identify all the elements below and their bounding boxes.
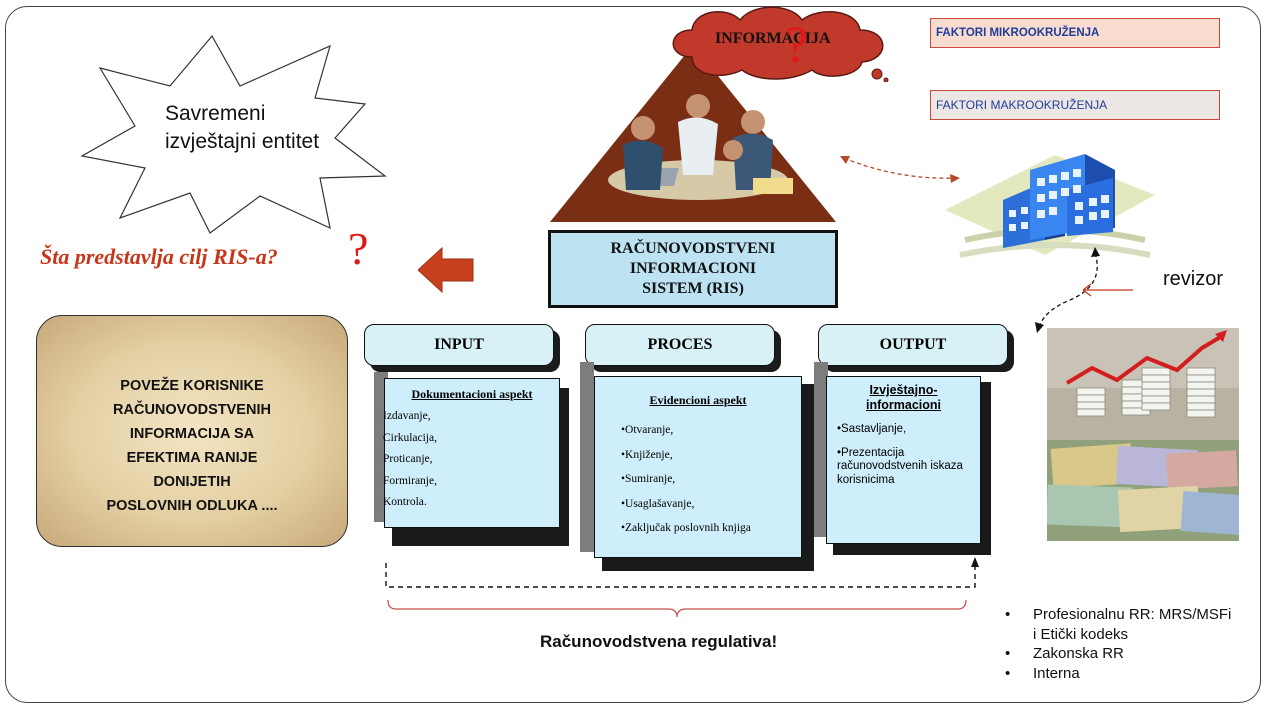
proces-item-1: •Otvaranje, bbox=[621, 424, 674, 436]
input-item-4: Formiranje, bbox=[383, 474, 437, 487]
output-item-1: •Sastavljanje, bbox=[837, 423, 907, 435]
left-arrow-icon bbox=[418, 246, 474, 294]
regulation-item-2-line-1: Zakonska RR bbox=[1033, 645, 1124, 662]
goal-question: Šta predstavlja cilj RIS-a? bbox=[40, 244, 278, 269]
macro-environment-factors: FAKTORI MAKROOKRUŽENJA bbox=[930, 90, 1220, 120]
proces-item-3: •Sumiranje, bbox=[621, 473, 676, 485]
regulation-item-1-line-2: i Etički kodeks bbox=[1033, 625, 1129, 643]
explosion-star-shape bbox=[60, 28, 420, 248]
answer-line-2: RAČUNOVODSTVENIH bbox=[113, 402, 271, 418]
input-item-5: Kontrola. bbox=[383, 496, 427, 508]
input-item-3: Proticanje, bbox=[383, 453, 433, 465]
output-title-line-2: informacioni bbox=[865, 398, 941, 412]
regulation-list: • Profesionalnu RR: MRS/MSFi i Etički ko… bbox=[1005, 605, 1231, 683]
ris-line-3: SISTEM (RIS) bbox=[642, 280, 744, 297]
star-line-2: izvještajni entitet bbox=[165, 130, 320, 153]
proces-item-4: •Usaglašavanje, bbox=[621, 497, 695, 510]
question-mark-left: ? bbox=[348, 223, 369, 274]
regulation-label: Računovodstvena regulativa! bbox=[540, 632, 778, 651]
slide-frame bbox=[5, 6, 1261, 703]
input-item-1: Izdavanje, bbox=[383, 410, 431, 422]
proces-column-shadow bbox=[580, 362, 594, 552]
explosion-star-icon bbox=[80, 34, 387, 234]
answer-line-3: INFORMACIJA SA bbox=[129, 426, 255, 442]
ris-line-2: INFORMACIONI bbox=[629, 260, 757, 277]
tab-output: OUTPUT bbox=[818, 324, 1008, 366]
star-line-1: Savremeni bbox=[165, 102, 266, 125]
proces-item-2: •Knjiženje, bbox=[621, 448, 673, 461]
bullet-2: • bbox=[1005, 645, 1011, 662]
environment-link-arrow bbox=[840, 156, 960, 183]
question-mark-cloud: ? bbox=[785, 17, 809, 74]
output-column-shadow bbox=[814, 362, 828, 537]
information-cloud-icon bbox=[672, 6, 889, 82]
output-item-2-line-1: •Prezentacija bbox=[837, 446, 905, 459]
finance-chart-illustration bbox=[1047, 328, 1239, 541]
bullet-1: • bbox=[1005, 606, 1011, 623]
output-item-2-line-3: korisnicima bbox=[837, 473, 895, 486]
regulation-item-1-line-1: Profesionalnu RR: MRS/MSFi bbox=[1033, 606, 1232, 623]
regulation-item-professional: • Profesionalnu RR: MRS/MSFi i Etički ko… bbox=[1005, 605, 1231, 644]
team-meeting-illustration bbox=[550, 45, 836, 222]
auditor-link-arrow bbox=[1035, 247, 1133, 333]
regulation-item-internal: • Interna bbox=[1005, 664, 1231, 684]
regulation-item-legal: • Zakonska RR bbox=[1005, 644, 1231, 664]
input-column: Dokumentacioni aspekt Izdavanje, Cirkula… bbox=[383, 378, 560, 528]
input-column-title: Dokumentacioni aspekt bbox=[411, 387, 533, 401]
bullet-3: • bbox=[1005, 664, 1011, 682]
proces-item-5: •Zaključak poslovnih knjiga bbox=[621, 522, 751, 534]
input-item-2: Cirkulacija, bbox=[383, 431, 437, 444]
tab-input: INPUT bbox=[364, 324, 554, 366]
output-item-2-line-2: računovodstvenih iskaza bbox=[837, 460, 963, 472]
cloud-label: INFORMACIJA bbox=[715, 30, 831, 47]
regulation-connector bbox=[385, 557, 979, 618]
answer-line-6: POSLOVNIH ODLUKA .... bbox=[106, 498, 278, 514]
output-title-line-1: Izvještajno- bbox=[869, 383, 938, 397]
auditor-label: revizor bbox=[1163, 268, 1224, 290]
building-icon bbox=[945, 154, 1155, 258]
answer-line-1: POVEŽE KORISNIKE bbox=[120, 378, 264, 394]
answer-line-4: EFEKTIMA RANIJE bbox=[126, 450, 258, 466]
answer-line-5: DONIJETIH bbox=[153, 474, 231, 490]
goal-answer-box: POVEŽE KORISNIKE RAČUNOVODSTVENIH INFORM… bbox=[36, 315, 348, 547]
ris-box: RAČUNOVODSTVENI INFORMACIONI SISTEM (RIS… bbox=[548, 230, 838, 308]
tab-proces: PROCES bbox=[585, 324, 775, 366]
output-column: Izvještajno- informacioni •Sastavljanje,… bbox=[826, 376, 981, 544]
ris-line-1: RAČUNOVODSTVENI bbox=[610, 240, 776, 257]
regulation-item-3-line-1: Interna bbox=[1033, 664, 1080, 682]
proces-column-title: Evidencioni aspekt bbox=[649, 393, 747, 407]
proces-column: Evidencioni aspekt •Otvaranje, •Knjiženj… bbox=[594, 376, 802, 558]
micro-environment-factors: FAKTORI MIKROOKRUŽENJA bbox=[930, 18, 1220, 48]
star-text: Savremeni izvještajni entitet bbox=[165, 100, 319, 156]
